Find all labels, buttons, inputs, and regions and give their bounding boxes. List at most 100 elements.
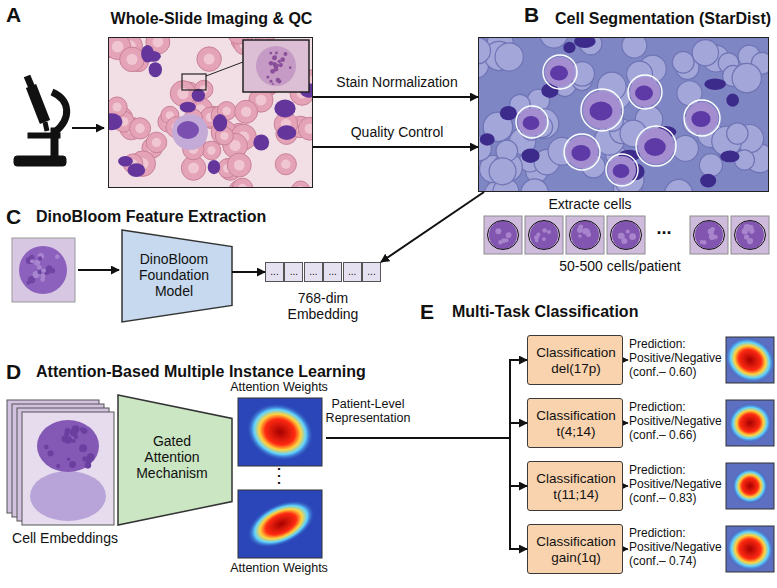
flow-connector (232, 271, 265, 273)
red-blood-cell (227, 153, 251, 177)
segmentation-outline (529, 221, 560, 250)
cell-pallor (135, 124, 145, 134)
flow-connector (381, 192, 484, 262)
flow-connector (326, 438, 527, 549)
embedding-cell: ... (304, 262, 323, 282)
zoomed-granule (275, 52, 278, 55)
thumbnail-granule (626, 230, 630, 234)
segmentation-outline (694, 221, 725, 250)
cell-pallor (152, 138, 161, 147)
embedding-cell: ... (362, 262, 381, 282)
red-blood-cell (291, 181, 309, 188)
thumbnail-granule (578, 234, 582, 238)
thumbnail-granule (542, 228, 547, 233)
heatmap-hotspot (716, 328, 777, 392)
panel-heading: Multi-Task Classification (452, 303, 712, 321)
leukocyte-nucleus (563, 42, 575, 53)
input-cell-image (12, 238, 75, 302)
prediction-text: Prediction: Positive/Negative (conf.– 0.… (629, 464, 725, 505)
red-blood-cell (235, 100, 258, 123)
red-blood-cell (622, 37, 647, 58)
connector-label: Patient-Level Representation (320, 397, 416, 426)
cell-granule (72, 439, 76, 443)
cell-granule (56, 464, 60, 468)
classification-label: Classification del(17p) (530, 345, 622, 376)
cell-granule (37, 265, 42, 270)
cell-thumbnail (731, 216, 769, 254)
embedding-cell: ... (284, 262, 303, 282)
microscope-stage (28, 133, 60, 138)
segmentation-outline (570, 221, 601, 250)
heatmap-hotspot (725, 399, 775, 446)
red-blood-cell (495, 43, 523, 71)
zoomed-granule (280, 57, 285, 62)
leukocyte-nucleus (253, 134, 269, 150)
flow-connector (313, 146, 478, 148)
attention-heatmap (725, 399, 775, 446)
mechanism-label: Gated Attention Mechanism (132, 433, 212, 481)
smear-image (108, 37, 313, 188)
microscope-objective (45, 122, 47, 131)
stack-label: Cell Embeddings (0, 530, 130, 546)
flow-arrow (72, 127, 104, 129)
segmentation-outline (564, 134, 600, 170)
segmentation-outline (581, 89, 623, 131)
microscope-tube (31, 86, 45, 122)
attention-trapezoid: Gated Attention Mechanism (118, 395, 232, 525)
panel-letter: A (6, 3, 30, 27)
cell-granule (69, 461, 76, 468)
cell-granule (44, 445, 49, 450)
heatmap-hotspot (732, 468, 768, 504)
zoomed-granule (270, 52, 273, 55)
classification-label: Classification gain(1q) (530, 534, 622, 565)
trapezoid-shape (122, 230, 232, 322)
flow-arrow (623, 422, 628, 424)
cell-pallor (256, 95, 267, 106)
cell-pallor (234, 160, 245, 171)
segmentation-outline (636, 126, 676, 166)
segmented-nucleus (644, 138, 666, 156)
cell-granule (86, 458, 91, 463)
segmented-cell (566, 136, 598, 168)
zoom-inset (243, 40, 309, 92)
classification-box: Classification t(4;14) (527, 398, 623, 448)
zoomed-cell (256, 46, 296, 86)
thumbnail-cell (530, 221, 558, 249)
cell-granule (29, 255, 34, 260)
cell-granule (47, 450, 53, 456)
leukocyte-nucleus (192, 89, 205, 102)
attention-heatmap (238, 394, 322, 470)
cell-granule (40, 277, 45, 282)
attention-label: Attention Weights (220, 380, 338, 394)
embedding-cell: ... (265, 262, 284, 282)
leukocyte-nucleus (574, 37, 596, 48)
cell-lobe (30, 471, 106, 521)
segmented-cell (630, 77, 660, 107)
microscope-icon (14, 76, 67, 166)
thumbnail-granule (542, 237, 546, 241)
zoomed-granule (275, 63, 279, 67)
cell-pallor (305, 124, 313, 134)
zoomed-granule (266, 75, 269, 78)
prediction-text: Prediction: Positive/Negative (conf.– 0.… (629, 527, 725, 568)
cell-thumbnail (484, 216, 522, 254)
smear-background (108, 37, 313, 188)
segmented-cell (638, 128, 674, 164)
cell-strip: Extracte cells...50-500 cells/patient (480, 196, 775, 278)
segmentation-image (478, 37, 769, 192)
panel-letter: E (420, 300, 444, 324)
zoomed-granule (270, 80, 273, 83)
thumbnail-granule (709, 233, 716, 240)
attention-heatmap (716, 328, 777, 392)
thumbnail-granule (534, 235, 539, 240)
segmented-nucleus (691, 111, 710, 127)
leukocyte (172, 114, 208, 150)
cell-granule (65, 436, 72, 443)
flow-arrow (623, 548, 628, 550)
cell-granule (55, 255, 59, 259)
heatmap-background (238, 490, 322, 558)
zoom-region (182, 74, 206, 90)
heatmap-hotspot (238, 394, 321, 470)
zoomed-granule (289, 66, 292, 69)
